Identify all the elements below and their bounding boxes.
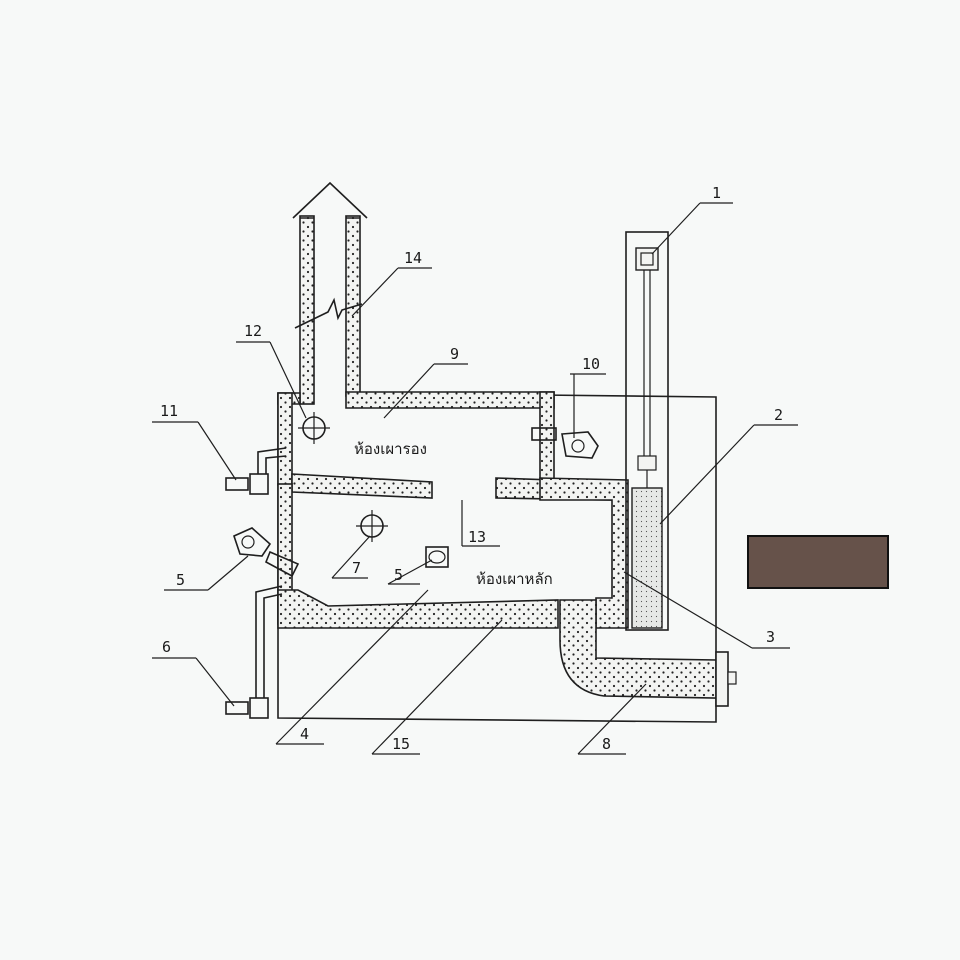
callout-2: 2 [774,406,783,424]
color-swatch [747,535,889,589]
secondary-chamber-label: ห้องเผารอง [354,440,427,458]
callout-9: 9 [450,345,459,363]
callout-14: 14 [404,249,422,267]
callout-4: 4 [300,725,309,743]
callout-6: 6 [162,638,171,656]
burner-6 [225,585,283,719]
callout-10: 10 [582,355,600,373]
chimney [292,181,368,405]
callout-11: 11 [160,402,178,420]
callout-8: 8 [602,735,611,753]
secondary-chamber [277,391,629,629]
filter-column [625,231,669,631]
callout-12: 12 [244,322,262,340]
burner-11 [225,447,287,495]
callout-7: 7 [352,559,361,577]
leader-lines [152,202,798,755]
ash-duct [559,599,737,707]
callout-5-inner: 5 [394,566,403,584]
fan-5 [233,527,300,578]
callout-1: 1 [712,184,721,202]
burner-port-12 [298,412,330,444]
callout-3: 3 [766,628,775,646]
primary-chamber-label: ห้องเผาหลัก [476,570,553,588]
fan-10 [531,427,599,459]
callout-15: 15 [392,735,410,753]
sensor-5-inner [425,546,449,568]
burner-port-7 [356,510,388,542]
callout-5-left: 5 [176,571,185,589]
primary-chamber [277,483,559,629]
callout-13: 13 [468,528,486,546]
chimney-break-line [294,297,363,329]
